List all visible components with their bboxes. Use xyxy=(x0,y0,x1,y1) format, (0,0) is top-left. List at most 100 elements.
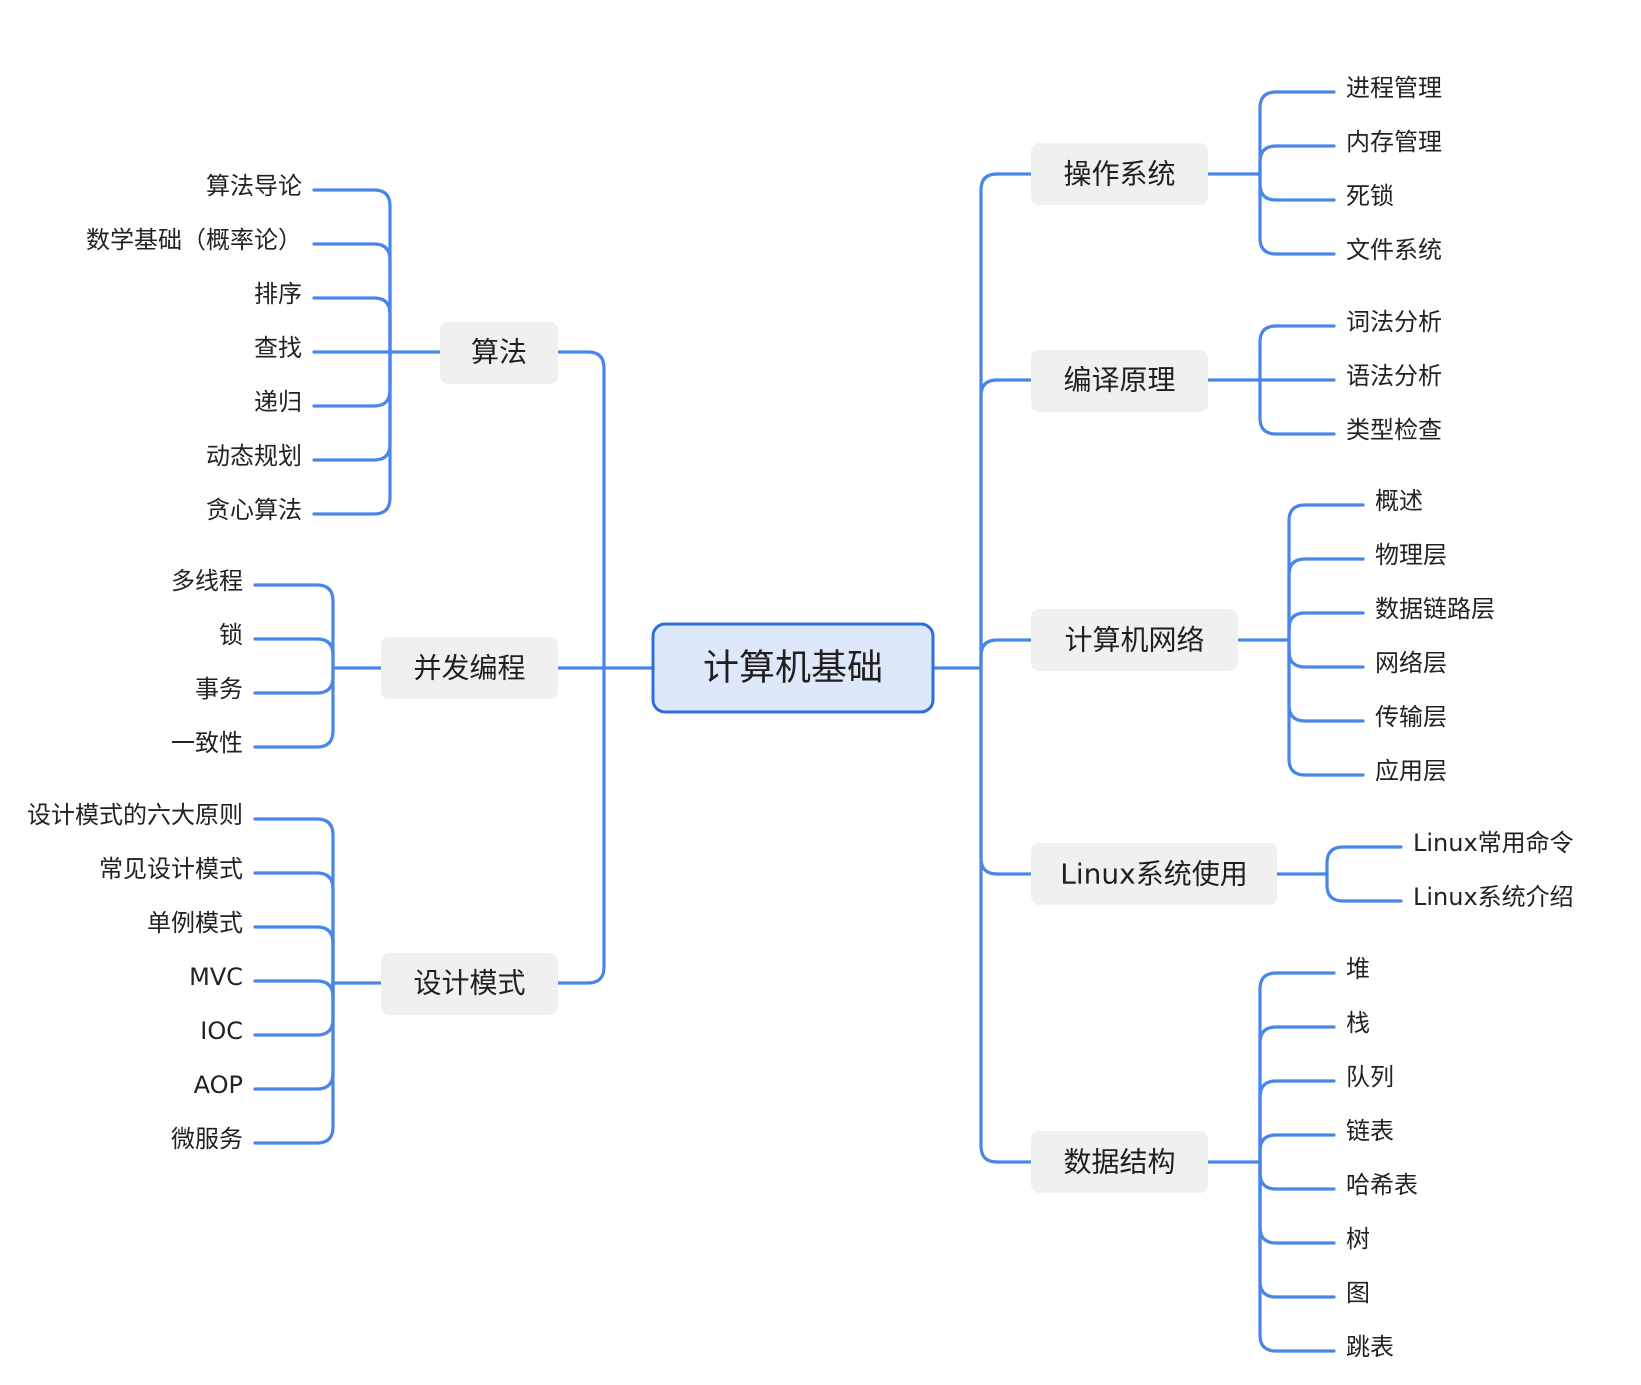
leaf-connector xyxy=(1258,1160,1336,1245)
branch-node-label: 数据结构 xyxy=(1063,1146,1175,1179)
leaf-node-label: 数学基础（概率论） xyxy=(86,226,302,254)
leaf-connector xyxy=(1287,638,1365,669)
leaf-connector xyxy=(253,666,335,695)
leaf-node-label: 多线程 xyxy=(171,567,243,595)
leaf-connector xyxy=(253,981,335,1145)
leaf-node-label: 进程管理 xyxy=(1346,74,1442,102)
leaf-node-label: Linux常用命令 xyxy=(1413,829,1574,857)
leaf-node-label: 哈希表 xyxy=(1346,1171,1418,1199)
branch-node[interactable]: 并发编程 xyxy=(381,637,558,699)
right-branch-connector xyxy=(979,172,1033,670)
leaf-connector xyxy=(253,817,335,985)
branch-node[interactable]: 设计模式 xyxy=(381,953,558,1015)
branch-node-label: 计算机网络 xyxy=(1064,624,1204,657)
root-node[interactable]: 计算机基础 xyxy=(651,622,935,714)
leaf-node-label: 查找 xyxy=(254,334,302,362)
right-branch-connector xyxy=(979,378,1033,670)
leaf-node-label: 微服务 xyxy=(171,1125,243,1153)
right-branch-connector xyxy=(979,666,1033,876)
branch-node-box xyxy=(381,637,558,699)
branch-node-box xyxy=(1031,143,1208,205)
leaf-connector xyxy=(253,871,335,985)
leaf-connector xyxy=(1258,378,1336,436)
leaf-connector xyxy=(312,296,392,354)
branch-node-box xyxy=(440,322,558,384)
branch-node-label: Linux系统使用 xyxy=(1060,858,1247,891)
leaf-connector xyxy=(1258,1133,1336,1164)
leaf-connector xyxy=(1325,872,1403,903)
leaf-node-label: 贪心算法 xyxy=(206,496,302,524)
leaf-node-label: 递归 xyxy=(254,388,302,416)
leaf-connector xyxy=(1287,557,1365,642)
right-branch-connector xyxy=(979,638,1033,670)
branch-node[interactable]: 数据结构 xyxy=(1031,1131,1208,1193)
branch-node-label: 编译原理 xyxy=(1063,364,1175,397)
leaf-connector xyxy=(1287,503,1365,642)
branch-node-label: 操作系统 xyxy=(1063,158,1175,191)
root-node-box xyxy=(651,622,935,714)
leaf-node-label: 算法导论 xyxy=(206,172,302,200)
leaf-node-label: MVC xyxy=(189,963,243,991)
leaf-node-label: 网络层 xyxy=(1375,649,1447,677)
leaf-connector xyxy=(312,188,392,354)
leaf-node-label: 常见设计模式 xyxy=(99,855,243,883)
leaf-node-label: 排序 xyxy=(254,280,302,308)
leaf-connector xyxy=(1258,172,1336,202)
leaf-connector xyxy=(1258,1160,1336,1353)
leaf-connector xyxy=(1287,638,1365,777)
leaf-connector xyxy=(312,350,392,408)
leaf-connector xyxy=(1258,1160,1336,1299)
branch-node[interactable]: 算法 xyxy=(440,322,558,384)
leaf-connector xyxy=(1287,611,1365,642)
leaf-connector xyxy=(253,637,335,670)
leaf-connector xyxy=(312,350,392,516)
leaf-connector xyxy=(1287,638,1365,723)
leaf-node-label: 堆 xyxy=(1346,955,1370,983)
leaf-connector xyxy=(253,981,335,1037)
branch-node-label: 算法 xyxy=(471,336,527,369)
leaf-connector xyxy=(312,242,392,354)
branch-node[interactable]: Linux系统使用 xyxy=(1031,843,1277,905)
leaf-node-label: 死锁 xyxy=(1346,182,1394,210)
leaf-node-label: 设计模式的六大原则 xyxy=(27,801,243,829)
leaf-connector xyxy=(1258,1160,1336,1191)
leaf-connector xyxy=(253,583,335,670)
leaf-node-label: 链表 xyxy=(1346,1117,1394,1145)
leaf-node-label: 文件系统 xyxy=(1346,236,1442,264)
branch-node[interactable]: 操作系统 xyxy=(1031,143,1208,205)
leaf-connector xyxy=(1325,845,1403,876)
leaf-node-label: 传输层 xyxy=(1375,703,1447,731)
leaf-node-label: 锁 xyxy=(219,621,243,649)
leaf-node-label: 跳表 xyxy=(1346,1333,1394,1361)
leaf-node-label: 类型检查 xyxy=(1346,416,1442,444)
branch-node-box xyxy=(1031,843,1277,905)
left-branch-connector xyxy=(556,350,606,670)
leaf-node-label: Linux系统介绍 xyxy=(1413,883,1574,911)
leaf-connector xyxy=(1258,172,1336,256)
connector-lines xyxy=(253,90,1403,1353)
branch-node-label: 并发编程 xyxy=(413,652,525,685)
leaf-connector xyxy=(1258,324,1336,382)
leaf-node-label: 词法分析 xyxy=(1346,308,1442,336)
right-branch-connector xyxy=(979,666,1033,1164)
leaf-node-label: 应用层 xyxy=(1375,757,1447,785)
leaf-node-label: 一致性 xyxy=(171,729,243,757)
leaf-node-label: 物理层 xyxy=(1375,541,1447,569)
leaf-node-label: 概述 xyxy=(1375,487,1423,515)
branch-node-box xyxy=(381,953,558,1015)
leaf-node-label: 队列 xyxy=(1346,1063,1394,1091)
branch-node[interactable]: 编译原理 xyxy=(1031,350,1208,412)
leaf-connector xyxy=(1258,1025,1336,1164)
leaf-connector xyxy=(253,979,335,999)
leaf-node-label: 动态规划 xyxy=(206,442,302,470)
leaf-node-label: IOC xyxy=(200,1017,243,1045)
left-branch-connector xyxy=(556,666,606,985)
leaf-node-label: 事务 xyxy=(195,675,243,703)
leaf-connector xyxy=(253,666,335,749)
leaf-node-label: AOP xyxy=(194,1071,243,1099)
leaf-connector xyxy=(253,925,335,985)
leaf-node-label: 图 xyxy=(1346,1279,1370,1307)
branch-node[interactable]: 计算机网络 xyxy=(1031,609,1238,671)
root-node-label: 计算机基础 xyxy=(703,648,883,689)
